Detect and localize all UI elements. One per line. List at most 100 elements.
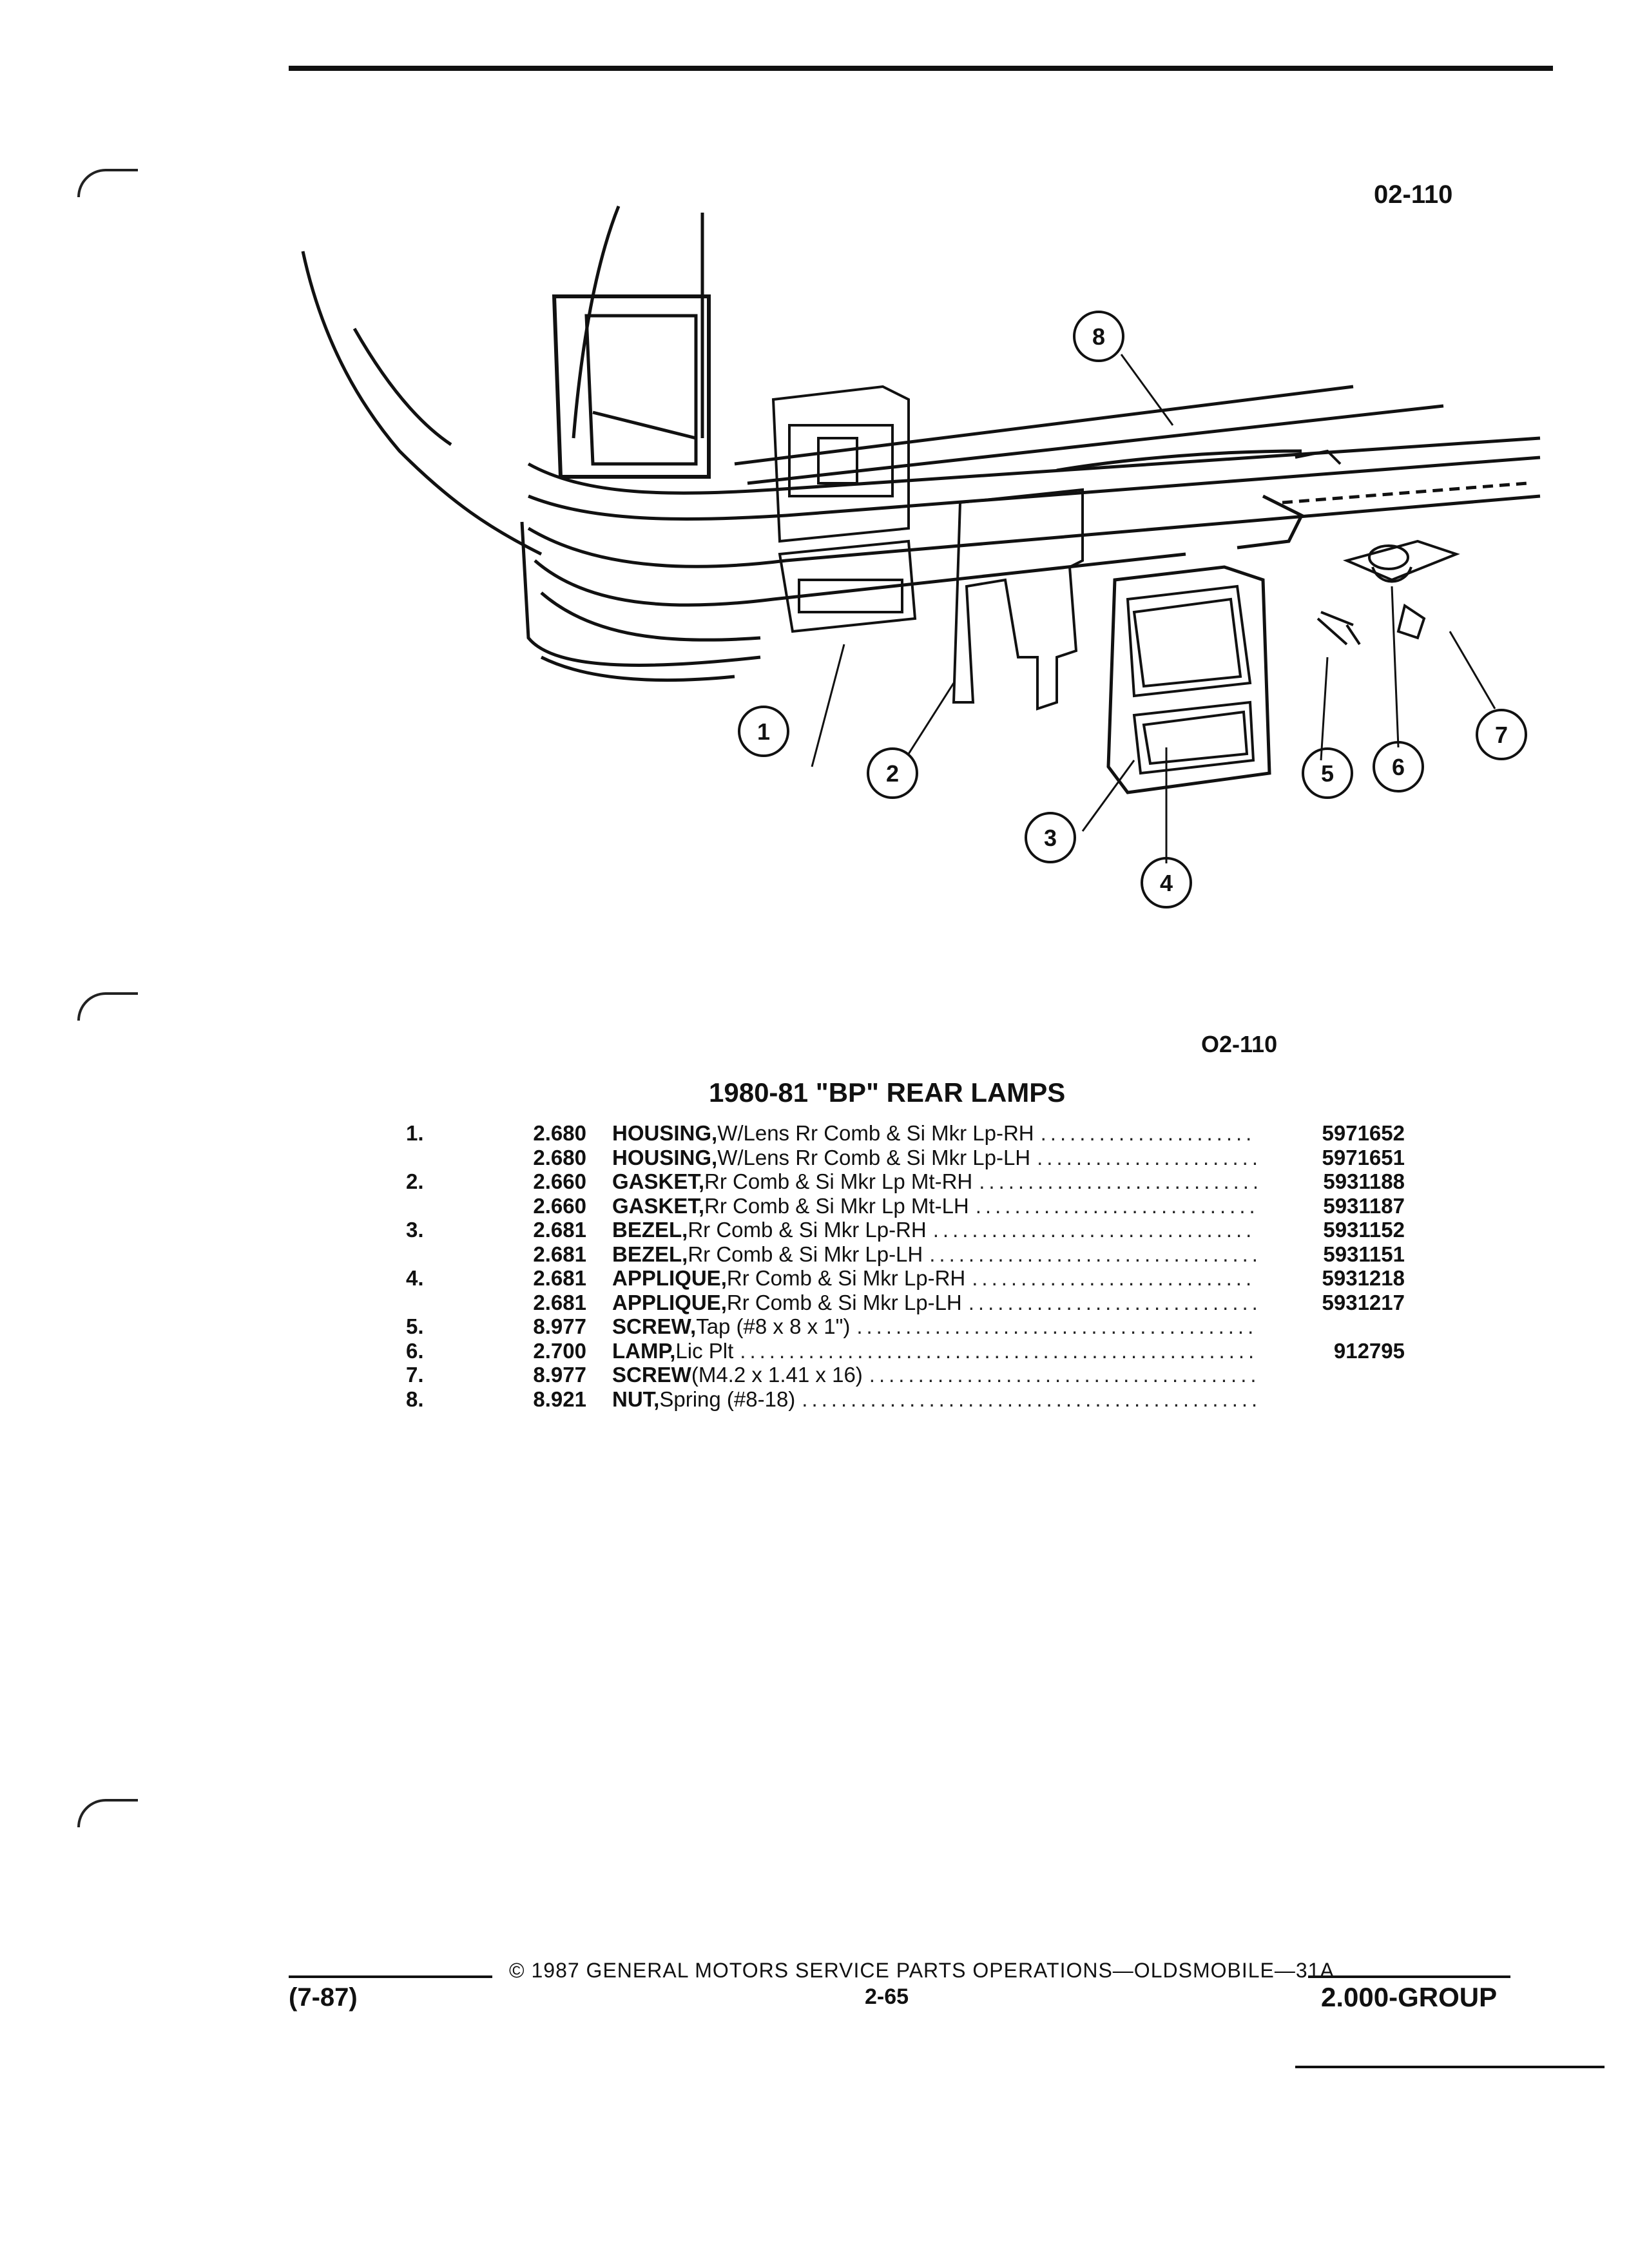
part-number: 5931188 (1323, 1169, 1405, 1193)
part-description: APPLIQUE, Rr Comb & Si Mkr Lp-LH........… (612, 1291, 1257, 1315)
leader-dots: ........................................… (740, 1338, 1257, 1363)
part-detail: Rr Comb & Si Mkr Lp-LH (726, 1290, 962, 1314)
part-description: NUT, Spring (#8-18).....................… (612, 1387, 1257, 1412)
group-number: 2.660 (533, 1193, 586, 1218)
part-description: SCREW, Tap (#8 x 8 x 1")................… (612, 1314, 1257, 1339)
svg-text:8: 8 (1092, 323, 1105, 350)
footer-rule-left (289, 1975, 492, 1978)
leader-dots: ........................................… (869, 1363, 1257, 1387)
part-description: LAMP, Lic Plt...........................… (612, 1339, 1257, 1363)
svg-text:5: 5 (1321, 760, 1334, 787)
table-row: 5. 8.977 SCREW, Tap (#8 x 8 x 1").........… (406, 1314, 1405, 1339)
diagram-ref: 02-110 (1374, 180, 1453, 209)
part-name: NUT, (612, 1387, 660, 1411)
item-number (406, 1291, 503, 1315)
part-detail: Rr Comb & Si Mkr Lp Mt-LH (704, 1193, 969, 1218)
part-detail: Lic Plt (675, 1338, 734, 1363)
callout-8: 8 (1073, 311, 1124, 362)
bottom-corner-rule (1295, 2066, 1605, 2068)
svg-text:4: 4 (1160, 870, 1173, 896)
part-detail: W/Lens Rr Comb & Si Mkr Lp-LH (717, 1145, 1031, 1169)
part-name: APPLIQUE, (612, 1290, 727, 1314)
group-number: 8.977 (533, 1314, 586, 1338)
callout-3: 3 (1025, 812, 1076, 863)
part-number (1257, 1363, 1405, 1387)
callout-6: 6 (1373, 741, 1424, 793)
item-number: 7. (406, 1363, 424, 1387)
date-code: (7-87) (289, 1983, 358, 2012)
svg-text:2: 2 (886, 760, 899, 787)
item-number: 5. (406, 1314, 424, 1338)
part-detail: Rr Comb & Si Mkr Lp-RH (688, 1218, 927, 1242)
part-name: HOUSING, (612, 1145, 718, 1169)
group-number: 2.680 (533, 1121, 586, 1145)
part-number: 5931151 (1323, 1242, 1405, 1266)
part-number: 5931218 (1322, 1266, 1405, 1290)
binder-mark-bottom (77, 1799, 138, 1827)
part-detail: Tap (#8 x 8 x 1") (696, 1314, 851, 1338)
item-number (406, 1194, 503, 1218)
item-number: 4. (406, 1266, 424, 1290)
rear-quarter-body-illustration (301, 206, 1541, 682)
part-number: 5931187 (1323, 1193, 1405, 1218)
part-number: 5971652 (1322, 1121, 1405, 1145)
spring-nut-part (1295, 449, 1426, 640)
part-detail: Spring (#8-18) (659, 1387, 796, 1411)
item-number: 3. (406, 1218, 424, 1242)
part-number: 5931217 (1322, 1290, 1405, 1314)
part-name: GASKET, (612, 1169, 705, 1193)
group-number: 2.660 (533, 1169, 586, 1193)
table-title: 1980-81 "BP" REAR LAMPS (709, 1077, 1066, 1108)
part-description: SCREW (M4.2 x 1.41 x 16)................… (612, 1363, 1257, 1387)
page-number: 2-65 (865, 1984, 909, 2009)
copyright-line: © 1987 GENERAL MOTORS SERVICE PARTS OPER… (509, 1959, 1335, 1982)
part-name: LAMP, (612, 1338, 676, 1363)
screw-part (1316, 611, 1361, 646)
group-label: 2.000-GROUP (1321, 1982, 1498, 2012)
part-number (1257, 1314, 1405, 1339)
part-detail: (M4.2 x 1.41 x 16) (691, 1363, 863, 1387)
part-detail: Rr Comb & Si Mkr Lp Mt-RH (704, 1169, 973, 1193)
leader-dots: ........................................… (975, 1193, 1257, 1218)
table-ref: O2-110 (1201, 1031, 1278, 1057)
part-name: SCREW (612, 1363, 691, 1387)
leader-dots: ........................................… (1037, 1145, 1257, 1169)
leader-dots: ........................................… (1040, 1121, 1257, 1145)
item-number: 2. (406, 1169, 424, 1193)
svg-text:1: 1 (757, 718, 770, 745)
part-description: HOUSING, W/Lens Rr Comb & Si Mkr Lp-LH..… (612, 1146, 1257, 1170)
part-number: 5931152 (1323, 1218, 1405, 1242)
table-row: 7. 8.977 SCREW (M4.2 x 1.41 x 16).........… (406, 1363, 1405, 1387)
item-number (406, 1146, 503, 1170)
callout-5: 5 (1302, 747, 1353, 799)
callout-1: 1 (738, 706, 789, 757)
leader-dots: ........................................… (979, 1169, 1257, 1193)
item-number: 1. (406, 1121, 424, 1145)
part-name: HOUSING, (612, 1121, 718, 1145)
svg-text:7: 7 (1495, 722, 1508, 748)
applique-part (1132, 700, 1255, 775)
part-name: APPLIQUE, (612, 1266, 727, 1290)
table-row: 3. 2.681 BEZEL, Rr Comb & Si Mkr Lp-RH....… (406, 1218, 1405, 1242)
svg-text:3: 3 (1044, 825, 1057, 851)
part-name: BEZEL, (612, 1218, 688, 1242)
top-rule (289, 66, 1553, 71)
leader-dots: ........................................… (932, 1218, 1257, 1242)
binder-mark-top (77, 169, 138, 197)
group-number: 2.700 (533, 1338, 586, 1363)
housing-lamp-part (771, 385, 917, 633)
group-number: 2.681 (533, 1218, 586, 1242)
part-description: BEZEL, Rr Comb & Si Mkr Lp-RH...........… (612, 1218, 1257, 1242)
callout-2: 2 (867, 747, 918, 799)
footer-rule-right (1308, 1975, 1510, 1978)
part-name: SCREW, (612, 1314, 697, 1338)
group-number: 8.977 (533, 1363, 586, 1387)
item-number: 8. (406, 1387, 424, 1411)
bezel-part (1106, 565, 1271, 794)
